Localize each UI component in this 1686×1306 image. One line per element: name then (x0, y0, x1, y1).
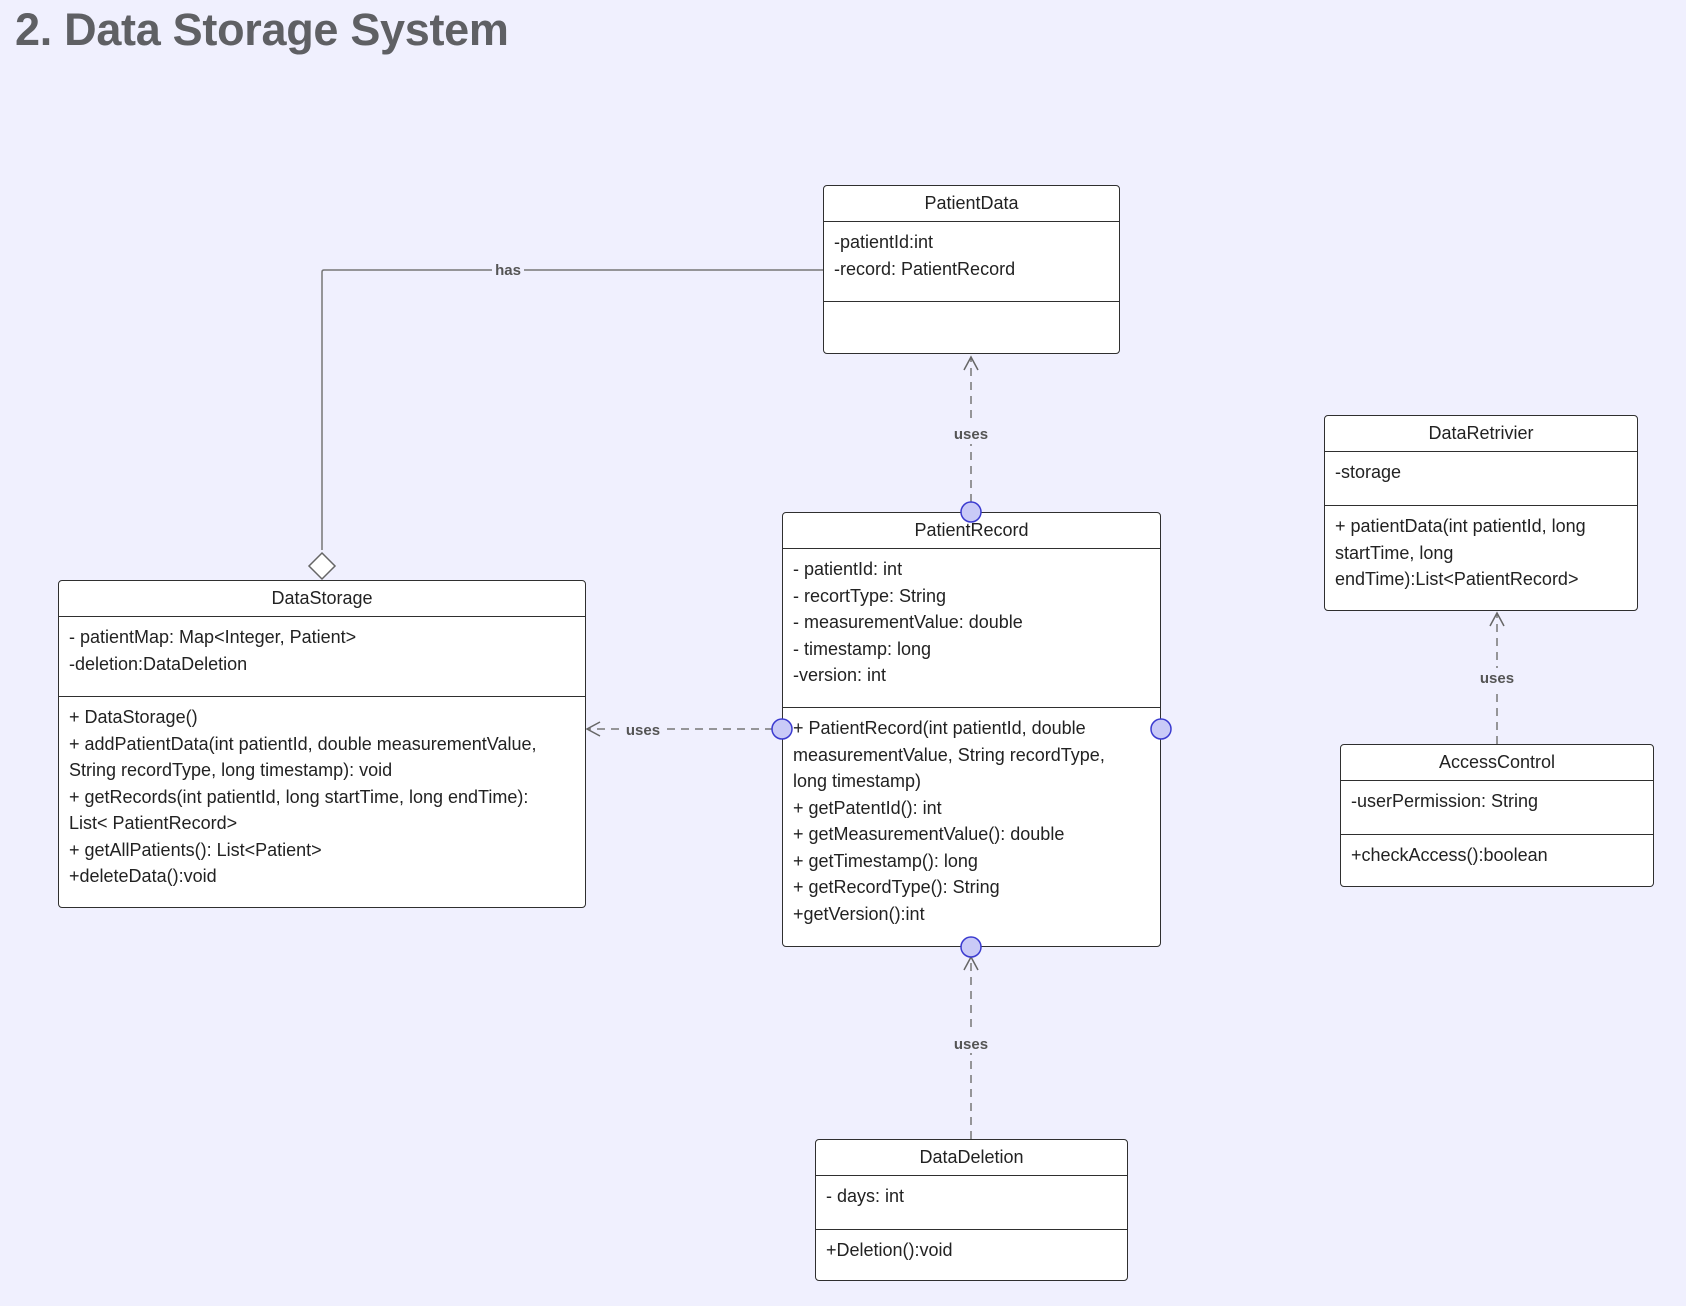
operation: + DataStorage() (69, 707, 198, 727)
has-aggregation-link[interactable]: has (307, 260, 823, 581)
attribute: - recortType: String (793, 585, 947, 606)
attribute: -patientId:int (834, 232, 934, 252)
operations-section: +Deletion():void (816, 1230, 1127, 1280)
operations-section: + patientData(int patientId, long startT… (1325, 506, 1637, 610)
class-name: PatientData (824, 186, 1119, 222)
class-name: AccessControl (1341, 745, 1653, 781)
operation: +deleteData():void (69, 866, 217, 886)
attribute: - patientMap: Map<Integer, Patient> (69, 627, 357, 647)
operation: + PatientRecord(int patientId, double (793, 718, 1086, 738)
aggregation-diamond-icon (307, 551, 337, 581)
operation: + getTimestamp(): long (793, 850, 978, 871)
uses-label: uses (954, 1036, 988, 1053)
uses-deletion-to-record-link[interactable]: uses (950, 955, 992, 1139)
attribute: -version: int (793, 665, 887, 685)
operation: +Deletion():void (826, 1240, 953, 1260)
class-name: DataStorage (59, 581, 585, 617)
uses-label: uses (954, 426, 988, 443)
operation: +getVersion():int (793, 903, 925, 924)
class-name: PatientRecord (783, 513, 1160, 549)
operation: List< PatientRecord> (69, 813, 238, 833)
operation: String recordType, long timestamp): void (69, 760, 393, 780)
attribute: -deletion:DataDeletion (69, 653, 248, 674)
attribute: -storage (1335, 462, 1402, 482)
uses-access-to-retrivier-link[interactable]: uses (1476, 611, 1518, 744)
uses-record-to-data-link[interactable]: uses (950, 355, 992, 502)
attributes-section: -userPermission: String (1341, 781, 1653, 835)
attributes-section: -patientId:int -record: PatientRecord (824, 222, 1119, 302)
class-data-storage[interactable]: DataStorage - patientMap: Map<Integer, P… (58, 580, 586, 908)
page-title: 2. Data Storage System (15, 4, 509, 55)
attributes-section: - days: int (816, 1176, 1127, 1230)
operation: measurementValue, String recordType, (793, 744, 1105, 765)
operations-section: +checkAccess():boolean (1341, 835, 1653, 886)
attribute: - timestamp: long (793, 638, 932, 659)
operation: + addPatientData(int patientId, double m… (69, 733, 537, 754)
uses-label: uses (626, 722, 660, 739)
class-name: DataRetrivier (1325, 416, 1637, 452)
attributes-section: - patientId: int - recortType: String - … (783, 549, 1160, 708)
class-data-retrivier[interactable]: DataRetrivier -storage + patientData(int… (1324, 415, 1638, 611)
operations-section: + DataStorage() + addPatientData(int pat… (59, 697, 585, 907)
attribute: - days: int (826, 1186, 905, 1206)
operations-section (824, 302, 1119, 353)
class-patient-data[interactable]: PatientData -patientId:int -record: Pati… (823, 185, 1120, 354)
operation: + getPatentId(): int (793, 797, 942, 818)
attribute: -userPermission: String (1351, 791, 1539, 811)
has-label: has (495, 262, 521, 279)
operation: + getAllPatients(): List<Patient> (69, 839, 322, 860)
operation: long timestamp) (793, 771, 922, 791)
operation: startTime, long (1335, 542, 1454, 563)
uses-label: uses (1480, 670, 1514, 687)
operation: + getRecordType(): String (793, 877, 1000, 897)
class-patient-record[interactable]: PatientRecord - patientId: int - recortT… (782, 512, 1161, 947)
uses-record-to-storage-link[interactable]: uses (585, 719, 773, 739)
attribute: -record: PatientRecord (834, 258, 1016, 279)
class-access-control[interactable]: AccessControl -userPermission: String +c… (1340, 744, 1654, 887)
class-name: DataDeletion (816, 1140, 1127, 1176)
attribute: - measurementValue: double (793, 612, 1023, 632)
operation: + getRecords(int patientId, long startTi… (69, 786, 529, 807)
operation: +checkAccess():boolean (1351, 845, 1548, 865)
class-data-deletion[interactable]: DataDeletion - days: int +Deletion():voi… (815, 1139, 1128, 1281)
attribute: - patientId: int (793, 559, 903, 579)
attributes-section: - patientMap: Map<Integer, Patient> -del… (59, 617, 585, 697)
attributes-section: -storage (1325, 452, 1637, 506)
operation: + patientData(int patientId, long (1335, 516, 1586, 536)
operations-section: + PatientRecord(int patientId, double me… (783, 708, 1160, 946)
operation: + getMeasurementValue(): double (793, 824, 1065, 844)
operation: endTime):List<PatientRecord> (1335, 569, 1579, 589)
